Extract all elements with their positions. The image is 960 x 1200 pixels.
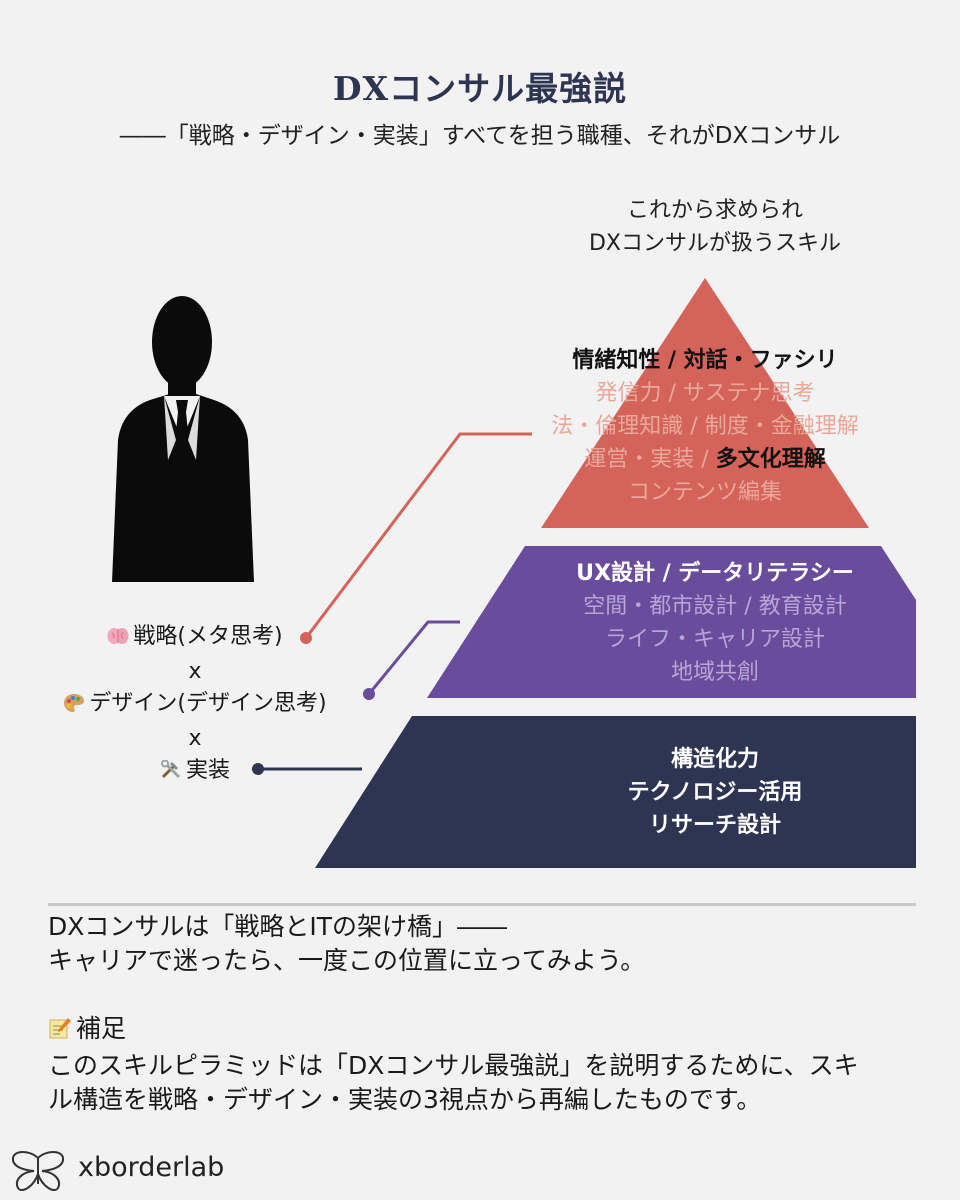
page-title: DXコンサル最強説 — [332, 69, 628, 108]
middle-tier-line1: UX設計 / データリテラシー — [576, 561, 854, 586]
footer-line1: DXコンサルは「戦略とITの架け橋」―― — [48, 912, 508, 941]
page-subtitle: ――「戦略・デザイン・実装」すべてを担う職種、それがDXコンサル — [119, 123, 841, 149]
footer-note-label: 補足 — [76, 1014, 127, 1043]
middle-tier-line3: ライフ・キャリア設計 — [604, 627, 825, 652]
pyramid-bottom-tier — [315, 716, 916, 868]
role-separator-1: x — [188, 659, 202, 684]
role-design-label: デザイン(デザイン思考) — [89, 691, 327, 716]
bottom-tier-line2: テクノロジー活用 — [627, 780, 803, 805]
pyramid-heading-line1: これから求められ — [626, 198, 803, 223]
bottom-tier-line1: 構造化力 — [670, 747, 759, 772]
connector-design-dot — [363, 688, 375, 700]
top-tier-line4-dim: 運営・実装 / — [584, 447, 709, 472]
top-tier-line4: 運営・実装 / 多文化理解 — [535, 443, 875, 476]
businessman-silhouette — [112, 296, 254, 582]
footer-line2: キャリアで迷ったら、一度この位置に立ってみよう。 — [48, 946, 646, 975]
butterfly-logo-icon — [11, 1151, 65, 1192]
role-implementation: 実装 — [40, 755, 350, 790]
pyramid-middle-tier — [427, 546, 916, 698]
footer-note-line1: このスキルピラミッドは「DXコンサル最強説」を説明するために、スキ — [48, 1051, 859, 1080]
pyramid-diagram — [112, 278, 916, 868]
footer-note-line2: ル構造を戦略・デザイン・実装の3視点から再編したものです。 — [48, 1085, 762, 1114]
footer-text: DXコンサルは「戦略とITの架け橋」―― キャリアで迷ったら、一度この位置に立っ… — [48, 910, 908, 1117]
top-tier-line1: 情緒知性 / 対話・ファシリ — [572, 348, 838, 373]
memo-icon — [48, 1015, 72, 1049]
brand-name: xborderlab — [78, 1152, 225, 1183]
top-tier-line3: 法・倫理知識 / 制度・金融理解 — [551, 414, 859, 439]
top-tier-line4-bold: 多文化理解 — [715, 447, 826, 472]
role-implementation-label: 実装 — [185, 758, 230, 783]
middle-tier-line4: 地域共創 — [670, 660, 759, 685]
roles-stack: 戦略(メタ思考) x デザイン(デザイン思考) x 実装 — [40, 621, 350, 790]
bottom-tier-text: 構造化力 テクノロジー活用 リサーチ設計 — [565, 743, 865, 842]
top-tier-line5: コンテンツ編集 — [627, 480, 782, 505]
pyramid-top-tier — [541, 278, 869, 528]
role-strategy-label: 戦略(メタ思考) — [133, 624, 283, 649]
footer-note-heading: 補足 — [48, 1012, 908, 1049]
middle-tier-text: UX設計 / データリテラシー 空間・都市設計 / 教育設計 ライフ・キャリア設… — [535, 557, 895, 689]
connector-strategy-dot — [300, 632, 312, 644]
bottom-tier-line3: リサーチ設計 — [648, 813, 781, 838]
role-design: デザイン(デザイン思考) — [40, 688, 350, 723]
connector-design — [367, 620, 460, 695]
top-tier-text: 情緒知性 / 対話・ファシリ 発信力 / サステナ思考 法・倫理知識 / 制度・… — [535, 344, 875, 509]
connector-strategy — [304, 432, 532, 639]
top-tier-line2: 発信力 / サステナ思考 — [595, 381, 815, 406]
tools-icon — [160, 758, 182, 790]
connector-implementation-dot — [252, 763, 264, 775]
brain-icon — [107, 624, 129, 656]
pyramid-heading: これから求められ DXコンサルが扱うスキル — [555, 194, 875, 260]
role-strategy: 戦略(メタ思考) — [40, 621, 350, 656]
section-divider — [48, 903, 916, 906]
middle-tier-line2: 空間・都市設計 / 教育設計 — [583, 594, 847, 619]
role-separator-2: x — [188, 726, 202, 751]
palette-icon — [63, 691, 85, 723]
pyramid-heading-line2: DXコンサルが扱うスキル — [588, 231, 841, 256]
